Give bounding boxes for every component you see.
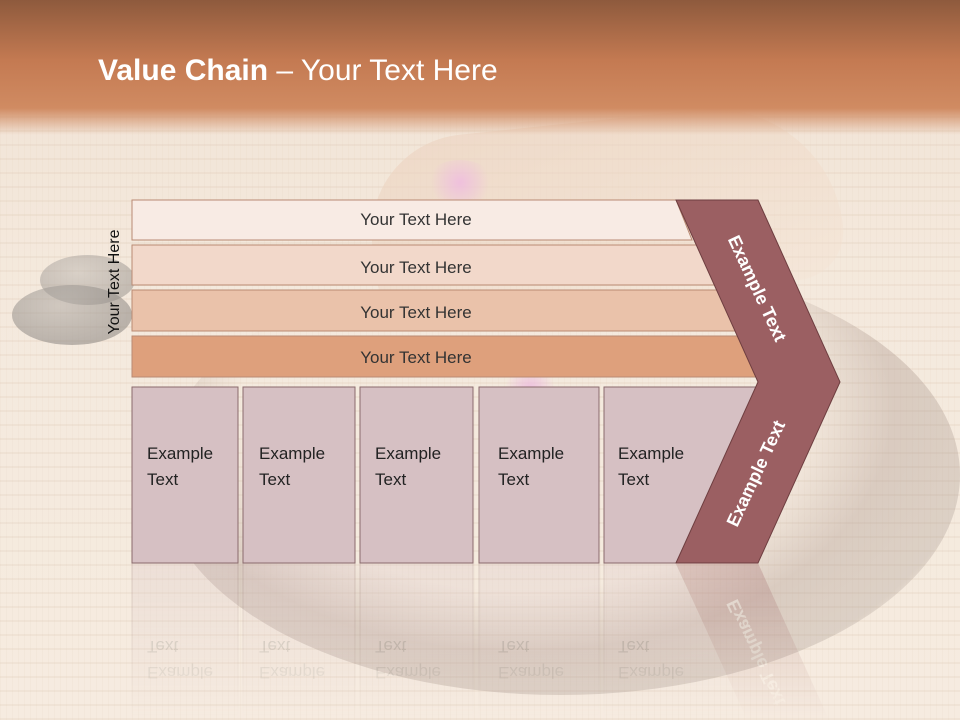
activity-box-3: Example Text [359, 386, 474, 564]
title-strong: Value Chain [98, 54, 269, 87]
activity-box-1: Example Text [131, 386, 239, 564]
reflection-text: Text [498, 637, 529, 656]
bar-1: Your Text Here [131, 199, 693, 241]
reflection-text: Example [618, 663, 684, 682]
bar-label: Your Text Here [360, 210, 472, 229]
box-line-1: Example [618, 444, 684, 463]
bar-shape [131, 199, 693, 241]
margin-chevron: Example Text Example Text [675, 199, 841, 564]
reflection-text: Example [147, 663, 213, 682]
slide-title: Value Chain – Your Text Here [98, 54, 498, 88]
box-line-1: Example [375, 444, 441, 463]
reflection-text: Text [375, 637, 406, 656]
box-line-2: Text [259, 470, 290, 489]
box-line-2: Text [375, 470, 406, 489]
activity-box-5: Example Text [603, 386, 759, 564]
reflection-text: Example [259, 663, 325, 682]
bar-4: Your Text Here [131, 335, 764, 378]
activity-box-4: Example Text [478, 386, 600, 564]
reflection-text: Example [498, 663, 564, 682]
activity-box-2: Example Text [242, 386, 356, 564]
box-shape [242, 386, 356, 564]
header-band [0, 0, 960, 135]
chevron-shape [675, 199, 841, 564]
box-line-2: Text [498, 470, 529, 489]
box-shape [359, 386, 474, 564]
orchid-flower [425, 160, 495, 205]
reflection-text: Example [375, 663, 441, 682]
bar-label: Your Text Here [360, 348, 472, 367]
box-line-2: Text [147, 470, 178, 489]
reflection-text: Text [147, 637, 178, 656]
box-shape [478, 386, 600, 564]
bar-label: Your Text Here [360, 258, 472, 277]
reflection-text: Text [618, 637, 649, 656]
bar-2: Your Text Here [131, 244, 717, 286]
support-bars: Your Text Here Your Text Here Your Text … [131, 199, 764, 378]
box-line-1: Example [147, 444, 213, 463]
bar-label: Your Text Here [360, 303, 472, 322]
title-rest: – Your Text Here [268, 54, 498, 87]
activity-boxes: Example Text Example Text Example Text E… [131, 386, 759, 564]
box-line-1: Example [259, 444, 325, 463]
box-line-2: Text [618, 470, 649, 489]
stone [12, 285, 132, 345]
box-line-1: Example [498, 444, 564, 463]
reflection-text: Text [259, 637, 290, 656]
bar-3: Your Text Here [131, 289, 740, 332]
reflection: Example Text Example Text Example Text E… [131, 562, 830, 720]
